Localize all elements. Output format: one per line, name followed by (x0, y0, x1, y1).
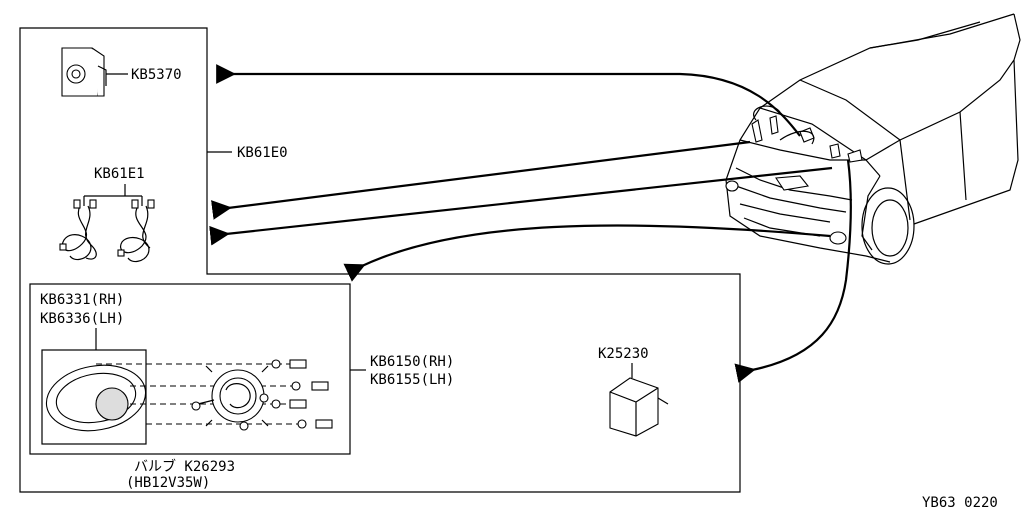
label-kb6155: KB6155(LH) (370, 372, 454, 388)
fog-lamp-unit (191, 365, 269, 431)
arrow-harness-2 (209, 166, 833, 246)
label-kb61e0: KB61E0 (237, 145, 288, 161)
label-kb6150: KB6150(RH) (370, 354, 454, 370)
car-front-view (725, 13, 1021, 265)
label-kb6336: KB6336(LH) (40, 311, 124, 327)
fog-lamp-frame (29, 283, 351, 455)
label-diagram-code: YB63 0220 (922, 495, 998, 511)
label-bulb: バルブ K26293 (134, 458, 235, 475)
bezel-box (41, 349, 147, 445)
label-bulb-spec: (HB12V35W) (126, 475, 210, 491)
relay-part (609, 377, 669, 437)
arrow-kb5370 (216, 64, 801, 137)
fog-lamp-bezel (45, 364, 147, 432)
label-k25230: K25230 (598, 346, 649, 362)
arrow-relay (734, 159, 852, 383)
arrow-harness-1 (211, 140, 751, 220)
label-kb5370: KB5370 (131, 67, 182, 83)
label-kb61e1: KB61E1 (94, 166, 145, 182)
wire-harness (59, 184, 155, 263)
clip-part (61, 47, 128, 97)
screws (271, 359, 333, 429)
label-kb6331: KB6331(RH) (40, 292, 124, 308)
outer-frame (19, 27, 741, 493)
arrow-fog-lamp (343, 224, 831, 282)
